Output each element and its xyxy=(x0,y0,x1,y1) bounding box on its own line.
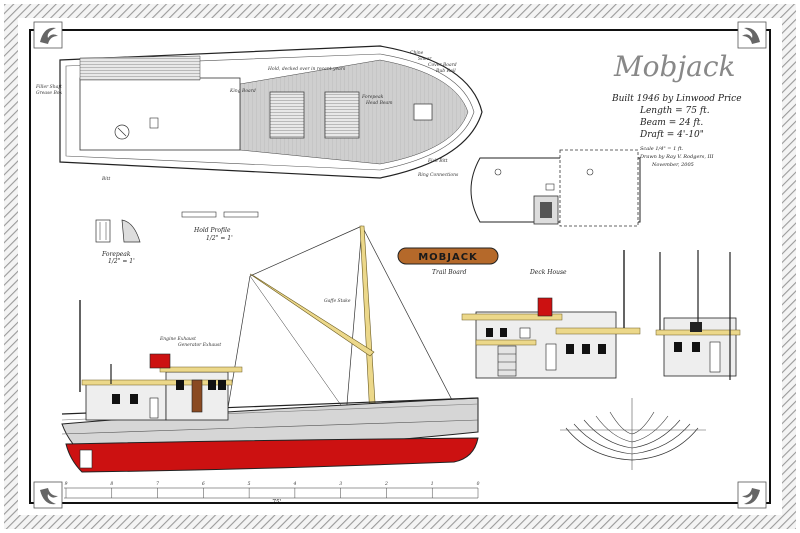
label-forepeak: Forepeak xyxy=(361,94,384,100)
hold-profile-detail: Hold Profile 1/2" = 1' xyxy=(181,211,259,242)
hold-hatch-aft xyxy=(269,91,305,139)
generator-exhaust-label: Generator Exhaust xyxy=(178,342,221,348)
station-number: 8 xyxy=(110,481,113,487)
hold-profile-scale: 1/2" = 1' xyxy=(206,235,233,242)
exhaust-stack xyxy=(149,353,171,369)
forepeak-title: Forepeak xyxy=(101,251,131,258)
deck-house-top-plan xyxy=(470,149,641,227)
particulars-built: Built 1946 by Linwood Price xyxy=(611,94,742,104)
forepeak-detail: Forepeak 1/2" = 1' xyxy=(95,219,141,265)
corner-ornament-bottom-left xyxy=(33,481,63,509)
engine-exhaust-label: Engine Exhaust xyxy=(159,336,196,342)
label-rub-rail: Rub Rail xyxy=(435,68,456,74)
label-sheer: Sheer xyxy=(418,56,432,62)
body-plan xyxy=(560,398,706,470)
deck-house-label: Deck House xyxy=(529,269,567,276)
station-number: 6 xyxy=(202,481,205,487)
nameplate-text: MOBJACK xyxy=(418,252,478,263)
corner-ornament-top-right xyxy=(737,21,767,49)
label-king-board: King Board xyxy=(229,88,256,94)
station-number: 3 xyxy=(339,481,342,487)
label-ring-connections: Ring Connections xyxy=(417,172,459,178)
label-head-beam: Head Beam xyxy=(365,100,393,106)
forepeak-hatch xyxy=(413,103,433,121)
deck-house-plan xyxy=(79,77,241,151)
overall-length-label: 75' xyxy=(272,499,282,506)
boom xyxy=(249,273,375,357)
hold-profile-title: Hold Profile xyxy=(193,227,231,234)
label-fish-bitt: Fish Bitt xyxy=(427,158,448,164)
deck-plan: Filler Shaft Grease Box Hold, decked ove… xyxy=(35,45,483,182)
label-bitt: Bitt xyxy=(101,176,111,182)
hull-bottom-paint xyxy=(65,437,479,473)
station-number: 5 xyxy=(248,481,251,487)
deck-house-elevation xyxy=(461,250,641,379)
label-hold-note: Hold, decked over in recent years xyxy=(267,66,346,72)
title-block: Mobjack Built 1946 by Linwood Price Leng… xyxy=(611,50,742,168)
station-number: 9 xyxy=(65,481,68,487)
forepeak-scale: 1/2" = 1' xyxy=(108,258,135,265)
label-cover-board: Cover Board xyxy=(428,62,457,68)
particulars-draft: Draft = 4'-10" xyxy=(639,130,704,140)
station-number: 4 xyxy=(292,481,296,487)
inner-frame xyxy=(29,29,771,504)
station-number: 0 xyxy=(477,481,480,487)
gaffe-stake-label: Gaffe Stake xyxy=(324,298,351,304)
label-filler-shaft: Filler Shaft xyxy=(35,84,62,90)
corner-ornament-bottom-right xyxy=(737,481,767,509)
station-number: 1 xyxy=(431,481,434,487)
date-note: November, 2005 xyxy=(651,162,694,168)
station-number: 2 xyxy=(384,481,388,487)
vessel-name-title: Mobjack xyxy=(613,50,735,83)
drawn-by-note: Drawn by Ray V. Rodgers, III xyxy=(639,154,714,160)
corner-ornament-top-left xyxy=(33,21,63,49)
deck-house-end-elevation xyxy=(655,250,741,380)
nameplate: MOBJACK xyxy=(397,247,499,265)
hold-hatch-forward xyxy=(324,91,360,139)
scale-note: Scale 1/4" = 1 ft. xyxy=(640,146,684,152)
label-chine: Chine xyxy=(410,50,424,56)
trail-board-label: Trail Board xyxy=(432,269,467,276)
station-marks: 9 8 7 6 5 4 3 2 1 0 xyxy=(65,481,480,498)
station-number: 7 xyxy=(156,481,159,487)
label-grease-box: Grease Box xyxy=(36,90,63,96)
particulars-beam: Beam = 24 ft. xyxy=(639,118,703,128)
profile-view: Engine Exhaust Generator Exhaust Gaffe S… xyxy=(61,225,480,506)
particulars-length: Length = 75 ft. xyxy=(639,106,710,116)
